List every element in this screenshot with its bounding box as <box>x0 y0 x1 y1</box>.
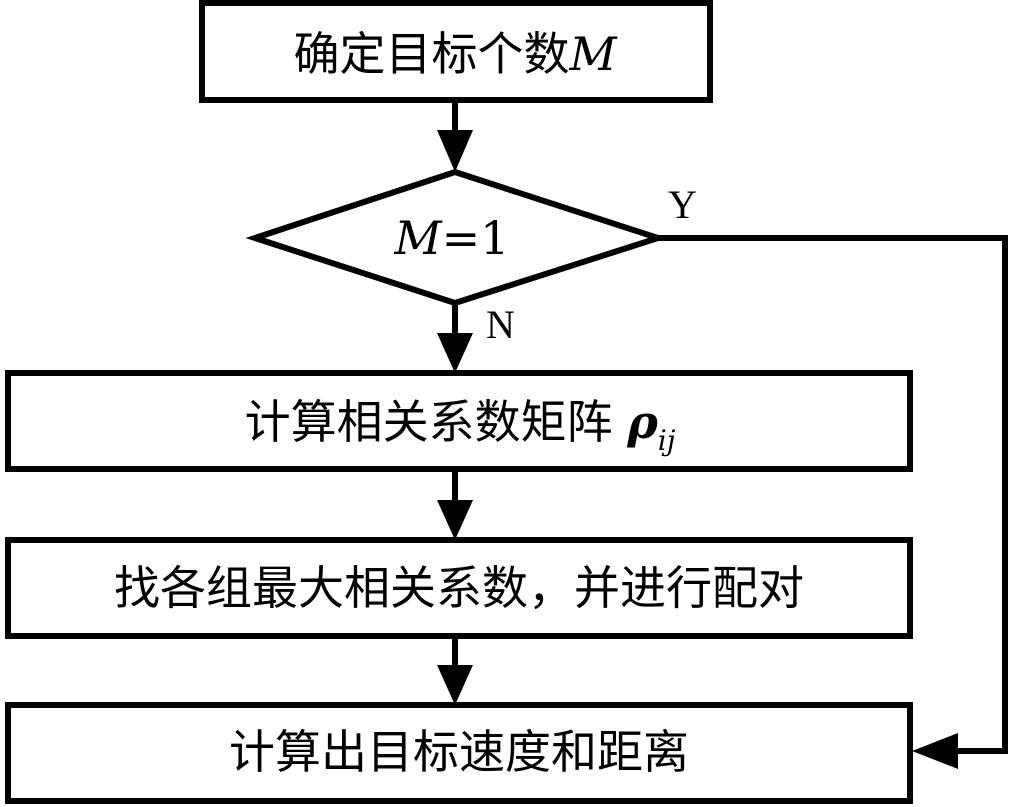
label-yes: Y <box>668 182 697 227</box>
label-no: N <box>486 302 515 347</box>
decision-text: M=1 <box>394 211 510 265</box>
connector-yes-branch <box>658 235 1008 754</box>
step-box-find-max-pair <box>5 537 913 639</box>
arrowhead-down-3 <box>437 500 473 540</box>
step4-text: 计算出目标速度和距离 <box>229 725 689 779</box>
arrowhead-left-yes <box>912 733 958 769</box>
rho-subscript: ij <box>658 424 676 457</box>
arrowhead-down-2 <box>437 333 473 373</box>
arrowhead-down-1 <box>437 130 473 172</box>
step-box-correlation-matrix <box>5 370 913 472</box>
var-m: M <box>568 27 618 81</box>
rho-symbol: ρ <box>626 395 658 449</box>
step3-text: 找各组最大相关系数，并进行配对 <box>114 561 804 615</box>
arrowhead-down-4 <box>437 665 473 705</box>
step-box-compute-speed-distance <box>5 702 913 804</box>
step1-text: 确定目标个数M <box>293 27 618 81</box>
step2-text: 计算相关系数矩阵 ρij <box>245 395 676 457</box>
